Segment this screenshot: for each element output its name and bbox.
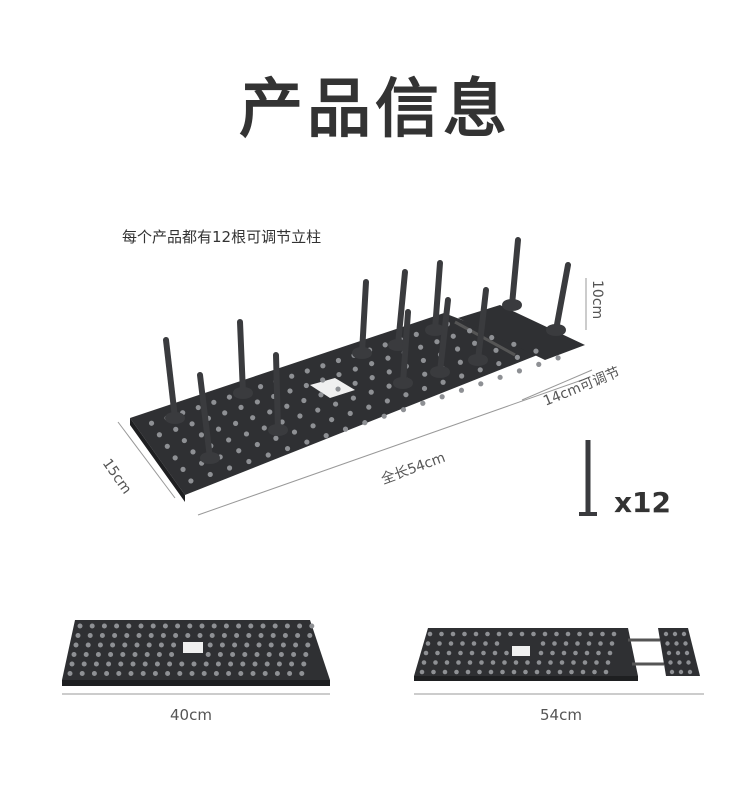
- dim-height: 10cm: [589, 280, 605, 320]
- page-title: 产品信息: [239, 73, 511, 147]
- product-note: 每个产品都有12根可调节立柱: [122, 228, 322, 246]
- post-icon: [579, 440, 597, 516]
- rack-open: [414, 628, 700, 681]
- rack-closed: [62, 620, 330, 686]
- quantity-label: x12: [614, 486, 672, 519]
- dim-open-length: 54cm: [540, 706, 582, 724]
- dim-closed-length: 40cm: [170, 706, 212, 724]
- rack-main: [130, 237, 585, 502]
